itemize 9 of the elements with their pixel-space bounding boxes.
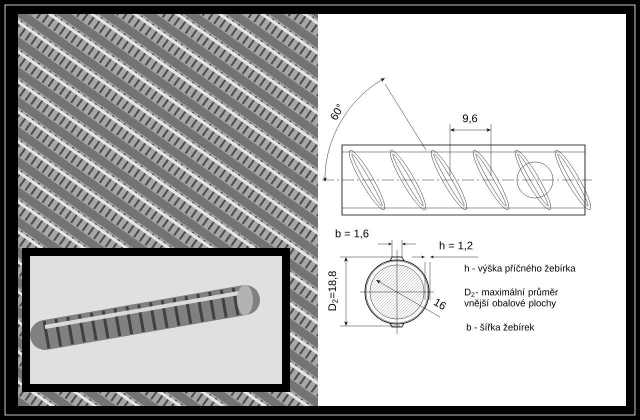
dimension-label: D$_{2}$=18,8 bbox=[328, 271, 338, 310]
legend-text: h - výška příčného žebírka bbox=[464, 264, 576, 274]
legend-text: b - šířka žebírek bbox=[466, 323, 534, 331]
dimension-label: b = 1,6 bbox=[336, 229, 368, 239]
angle-label: 60° bbox=[330, 104, 342, 120]
dimension-label: 9,6 bbox=[462, 114, 478, 124]
dimension-label: h = 1,2 bbox=[440, 241, 472, 251]
dimension-label: 16 bbox=[434, 299, 446, 310]
legend-text: D$_{2}$- maximální průměr vnější obalové plochy bbox=[464, 288, 558, 308]
